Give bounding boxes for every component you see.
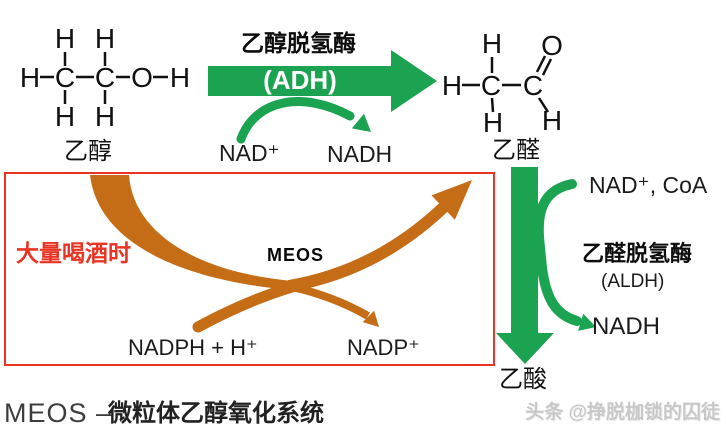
bond: [490, 97, 495, 113]
adh-cofactor-out: NADH: [327, 141, 393, 167]
meos-big-arrowhead: [431, 180, 472, 220]
acetic-acid-label: 乙酸: [499, 366, 547, 393]
double-bond: [541, 58, 553, 76]
aldh-cofactor-arrowhead: [578, 313, 596, 331]
ethanol-structure: H C C O H H H H H: [20, 23, 190, 132]
adh-enzyme-name: 乙醇脱氢酶: [241, 30, 356, 56]
atom-h: H: [55, 23, 75, 54]
footer-meos-abbr: MEOS –: [4, 398, 113, 428]
atom-h: H: [483, 107, 503, 138]
atom-h: H: [170, 62, 190, 93]
aldh-enzyme-name: 乙醛脱氢酶: [582, 241, 693, 266]
atom-o: O: [131, 62, 153, 93]
atom-h: H: [20, 62, 40, 93]
atom-h: H: [95, 101, 115, 132]
meos-cofactor-in: NADPH + H⁺: [128, 335, 258, 360]
atom-h: H: [442, 70, 462, 101]
meos-swoosh-rising: [288, 199, 452, 292]
atom-h: H: [55, 101, 75, 132]
acetaldehyde-label: 乙醛: [492, 137, 540, 164]
adh-arrow-head: [391, 50, 437, 112]
nad-nadh-curve-arrow: [236, 97, 355, 144]
adh-enzyme-abbr: (ADH): [263, 65, 337, 95]
acetaldehyde-structure: H C C H H O H: [442, 28, 563, 138]
aldh-arrow-body: [511, 167, 538, 333]
atom-h: H: [482, 28, 502, 59]
atom-c: C: [481, 70, 501, 101]
meos-cofactor-out: NADP⁺: [347, 335, 420, 360]
aldh-arrow-head: [496, 333, 554, 364]
meos-box: [4, 172, 495, 366]
meos-swoosh-upper: [90, 175, 292, 290]
bond: [537, 97, 550, 113]
meos-condition: 大量喝酒时: [16, 240, 131, 266]
watermark: 头条 @挣脱枷锁的囚徒: [525, 402, 720, 423]
aldh-cofactor-out: NADH: [592, 313, 661, 340]
atom-c: C: [95, 62, 115, 93]
meos-label: MEOS: [267, 245, 325, 265]
aldh-cofactor-curve: [533, 179, 582, 326]
nadp-arrowhead: [362, 310, 379, 327]
footer-meos-fullname: 微粒体乙醇氧化系统: [108, 400, 324, 427]
nadph-curve: [192, 281, 298, 333]
aldh-cofactor-in: NAD⁺, CoA: [589, 172, 708, 198]
aldh-enzyme-abbr: (ALDH): [601, 271, 665, 292]
double-bond: [535, 55, 547, 73]
ethanol-label: 乙醇: [64, 138, 112, 165]
atom-c: C: [523, 70, 543, 101]
nad-nadh-arrowhead: [351, 113, 371, 132]
nadp-curve: [291, 283, 370, 320]
adh-arrow-body: [208, 66, 392, 96]
atom-c: C: [55, 62, 75, 93]
atom-o: O: [541, 30, 563, 61]
adh-cofactor-in: NAD⁺: [219, 140, 280, 166]
atom-h: H: [95, 23, 115, 54]
atom-h: H: [542, 105, 562, 136]
